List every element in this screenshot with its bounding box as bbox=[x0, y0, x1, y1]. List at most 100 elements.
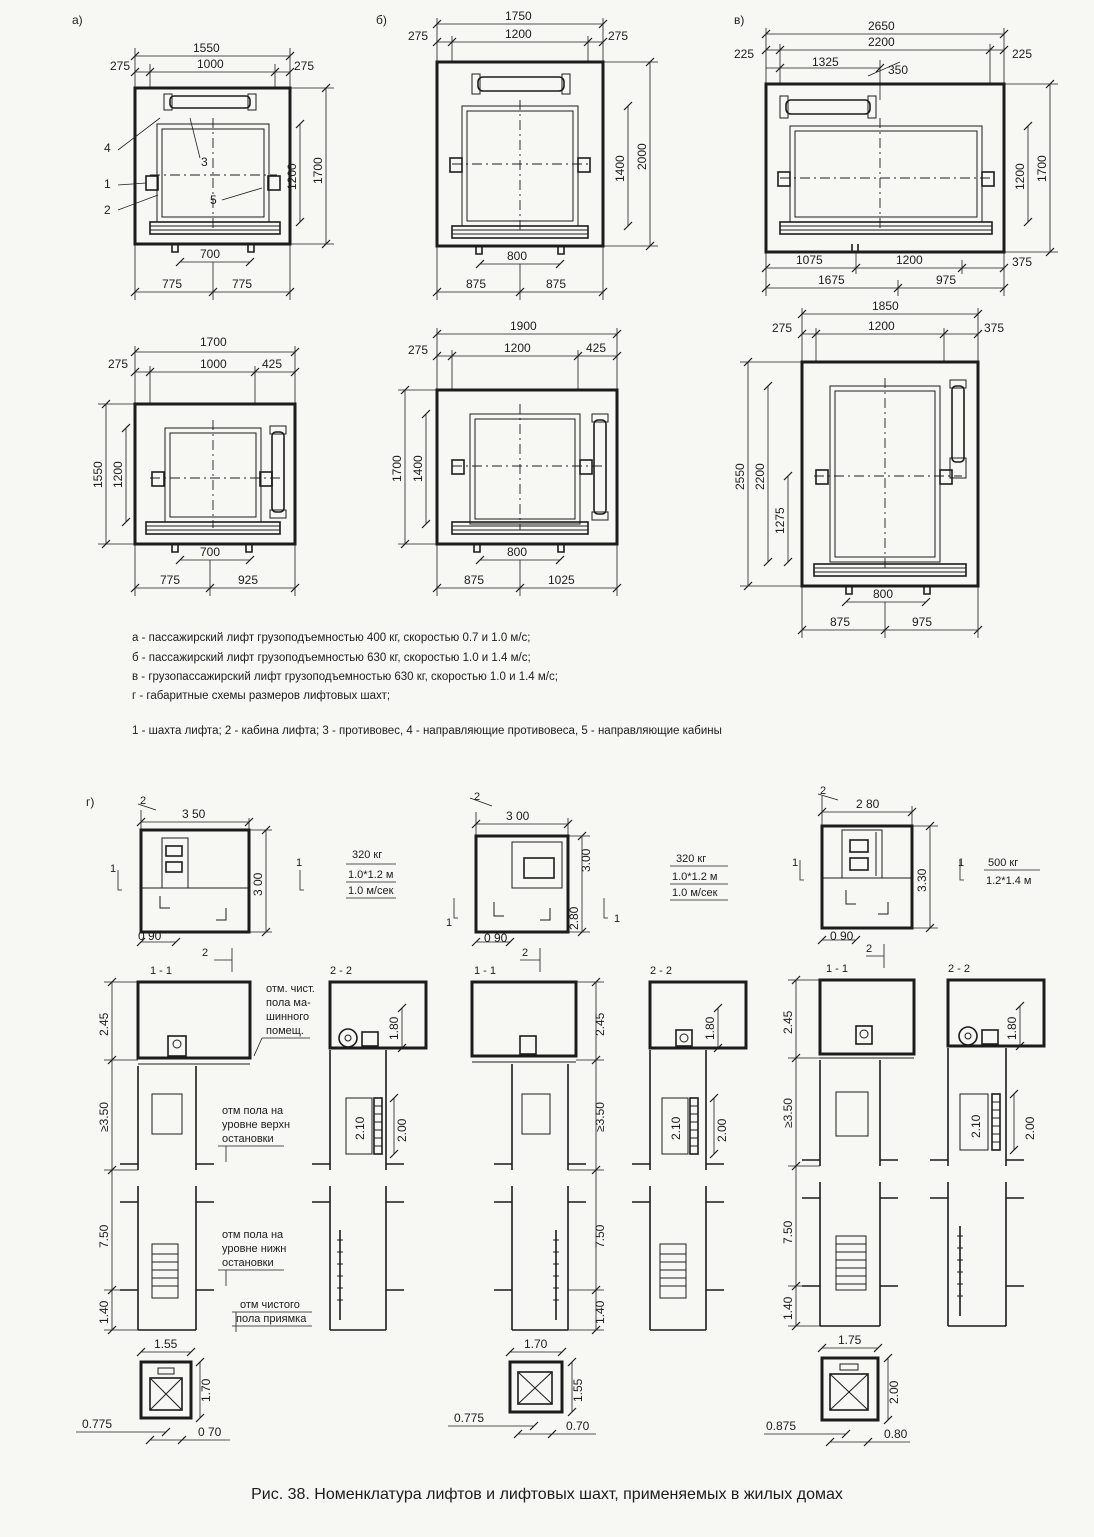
note-machine-2: пола ма- bbox=[266, 997, 311, 1009]
dim-v2-left: 275 bbox=[772, 321, 792, 335]
dim-v-depth-outer: 1700 bbox=[1035, 155, 1049, 182]
dim-b-left: 275 bbox=[408, 29, 428, 43]
callout-2: 2 bbox=[104, 203, 111, 217]
legend-line-v: в - грузопассажирский лифт грузоподъемно… bbox=[132, 671, 558, 683]
s1-sec-a: 1 - 1 bbox=[150, 965, 172, 977]
dim-b-depth-outer: 2000 bbox=[635, 143, 649, 170]
s1-cut2-bot: 2 bbox=[202, 947, 208, 959]
s1-pit-w: 1.55 bbox=[154, 1337, 178, 1351]
dim-b-bot-right: 875 bbox=[546, 277, 566, 291]
callout-3: 3 bbox=[201, 155, 208, 169]
dim-a-depth-inner: 1200 bbox=[285, 163, 299, 190]
dim-b2-door: 800 bbox=[507, 545, 527, 559]
s2-depth2: 2.80 bbox=[567, 906, 581, 930]
s2-cut1-left: 1 bbox=[446, 917, 452, 929]
dim-a2-overall: 1700 bbox=[200, 335, 227, 349]
dim-a-overall: 1550 bbox=[193, 41, 220, 55]
dim-v2-bot-right: 975 bbox=[912, 615, 932, 629]
dim-a-bot-right: 775 bbox=[232, 277, 252, 291]
s2-pit-d: 1.55 bbox=[571, 1378, 585, 1402]
s1-h-room: 1.80 bbox=[387, 1016, 401, 1040]
s1-pit-off: 0.775 bbox=[82, 1417, 112, 1431]
callout-1: 1 bbox=[104, 177, 111, 191]
s3-cut2-bot: 2 bbox=[866, 943, 872, 955]
s2-h-pit: 1.40 bbox=[593, 1300, 607, 1324]
s2-depth: 3.00 bbox=[579, 848, 593, 872]
note-bot-2: уровне нижн bbox=[222, 1243, 286, 1255]
s1-h-cab: 2.10 bbox=[353, 1116, 367, 1140]
s2-width: 3 00 bbox=[506, 809, 530, 823]
s2-cut2-top: 2 bbox=[474, 791, 480, 803]
note-pit-1: отм чистого bbox=[240, 1299, 300, 1311]
dim-v2-bot-left: 875 bbox=[830, 615, 850, 629]
dim-b2-depth-inner: 1400 bbox=[411, 455, 425, 482]
s1-sec-b: 2 - 2 bbox=[330, 965, 352, 977]
dim-v2-depth-inner: 2200 bbox=[753, 463, 767, 490]
note-top-1: отм пола на bbox=[222, 1105, 284, 1117]
scheme-3: 2 2 80 3.30 0 90 2 1 1 500 кг 1.2*1.4 м … bbox=[764, 785, 1046, 1447]
legend-line-a: а - пассажирский лифт грузоподъемностью … bbox=[132, 632, 531, 644]
panel-letter-g: г) bbox=[86, 795, 94, 809]
s1-speed: 1.0 м/сек bbox=[348, 885, 394, 897]
panel-letter-a: а) bbox=[72, 13, 83, 27]
panel-letter-v: в) bbox=[734, 13, 744, 27]
s2-h-door: 2.00 bbox=[715, 1118, 729, 1142]
dim-b2-bot-left: 875 bbox=[464, 573, 484, 587]
s3-h-top: ≥3.50 bbox=[781, 1098, 795, 1128]
note-top-3: остановки bbox=[222, 1133, 274, 1145]
dim-v2-right: 375 bbox=[984, 321, 1004, 335]
s3-load: 500 кг bbox=[988, 857, 1018, 869]
dim-a2-inner: 1000 bbox=[200, 357, 227, 371]
dim-a2-bot-right: 925 bbox=[238, 573, 258, 587]
dim-a2-left: 275 bbox=[108, 357, 128, 371]
dim-v-depth-inner: 1200 bbox=[1013, 163, 1027, 190]
s3-cut1-left: 1 bbox=[792, 857, 798, 869]
s3-pit-door: 0.80 bbox=[884, 1427, 908, 1441]
dim-b-right: 275 bbox=[608, 29, 628, 43]
dim-a2-door: 700 bbox=[200, 545, 220, 559]
dim-b2-bot-right: 1025 bbox=[548, 573, 575, 587]
s2-h-mid: 7.50 bbox=[593, 1224, 607, 1248]
s2-h-cab: 2.10 bbox=[669, 1116, 683, 1140]
dim-v-bot3: 375 bbox=[1012, 255, 1032, 269]
dim-v-right: 225 bbox=[1012, 47, 1032, 61]
note-machine-1: отм. чист. bbox=[266, 983, 315, 995]
dim-b2-overall: 1900 bbox=[510, 319, 537, 333]
dim-a-inner: 1000 bbox=[197, 57, 224, 71]
plan-a-bottom: 1700 275 1000 425 1550 1200 700 775 925 bbox=[91, 335, 300, 596]
callout-4: 4 bbox=[104, 141, 111, 155]
dim-a-door: 700 bbox=[200, 247, 220, 261]
s1-width: 3 50 bbox=[182, 807, 206, 821]
dim-v-part1: 1325 bbox=[812, 55, 839, 69]
dim-b-overall: 1750 bbox=[505, 9, 532, 23]
s1-h-pit: 1.40 bbox=[97, 1300, 111, 1324]
s2-pit-off: 0.775 bbox=[454, 1411, 484, 1425]
s3-sec-a: 1 - 1 bbox=[826, 963, 848, 975]
dim-b2-depth-outer: 1700 bbox=[390, 455, 404, 482]
figure-caption: Рис. 38. Номенклатура лифтов и лифтовых … bbox=[251, 1486, 843, 1503]
plan-b-bottom: 1900 275 1200 425 1700 1400 800 875 1025 bbox=[390, 319, 622, 596]
s2-speed: 1.0 м/сек bbox=[672, 887, 718, 899]
s3-pit-d: 2.00 bbox=[887, 1380, 901, 1404]
scheme-2: 2 3 00 3.00 2.80 0 90 2 1 1 320 кг 1.0*1… bbox=[446, 791, 748, 1439]
note-machine-4: помещ. bbox=[266, 1025, 304, 1037]
s3-cut2-top: 2 bbox=[820, 785, 826, 797]
plan-v-bottom: 1850 275 1200 375 2550 2200 1275 800 875… bbox=[733, 299, 1004, 638]
s3-pit-w: 1.75 bbox=[838, 1333, 862, 1347]
dim-b-bot-left: 875 bbox=[466, 277, 486, 291]
dim-b2-left: 275 bbox=[408, 343, 428, 357]
dim-b2-inner: 1200 bbox=[504, 341, 531, 355]
s3-h-door: 2.00 bbox=[1023, 1116, 1037, 1140]
s3-pit-off: 0.875 bbox=[766, 1419, 796, 1433]
dim-v2-door: 800 bbox=[873, 587, 893, 601]
note-machine-3: шинного bbox=[266, 1011, 309, 1023]
dim-a-right: 275 bbox=[294, 59, 314, 73]
dim-v2-depth-part: 1275 bbox=[773, 507, 787, 534]
s3-width: 2 80 bbox=[856, 797, 880, 811]
scheme-1: 2 3 50 3 00 0 90 2 1 1 320 кг 1.0*1.2 м … bbox=[76, 795, 428, 1445]
note-bot-1: отм пола на bbox=[222, 1229, 284, 1241]
legend-line-b: б - пассажирский лифт грузоподъемностью … bbox=[132, 652, 531, 664]
legend-line-g: г - габаритные схемы размеров лифтовых ш… bbox=[132, 690, 391, 702]
dim-a-left: 275 bbox=[110, 59, 130, 73]
